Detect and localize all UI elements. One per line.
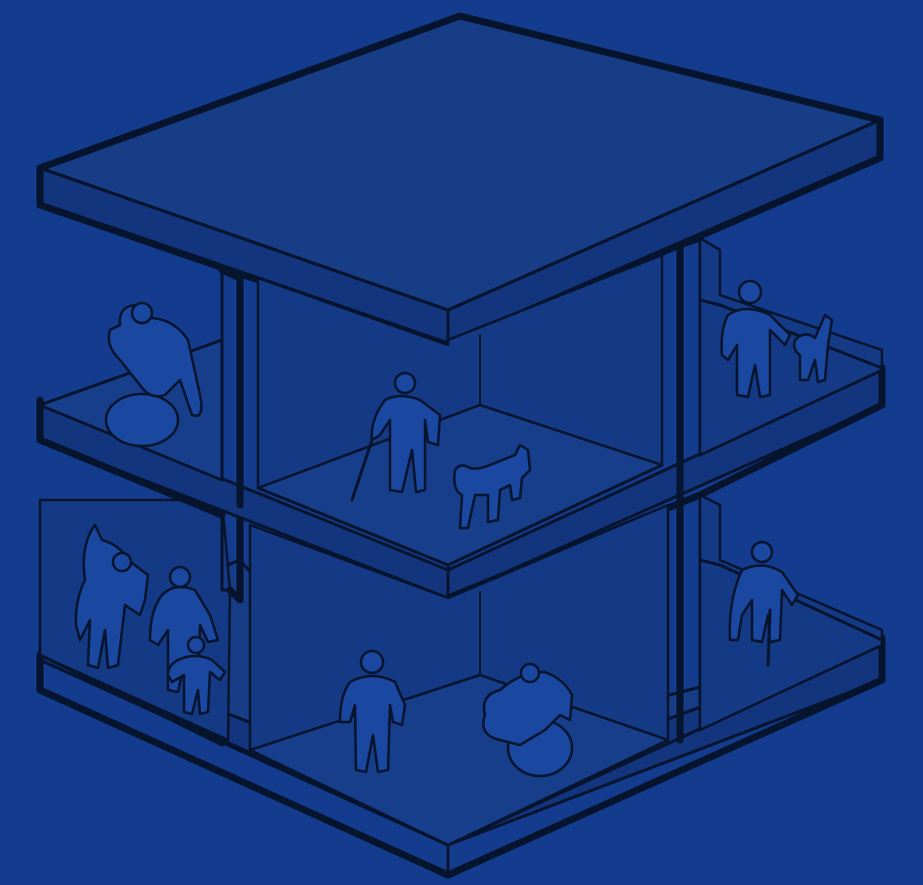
building-structure bbox=[40, 16, 882, 875]
